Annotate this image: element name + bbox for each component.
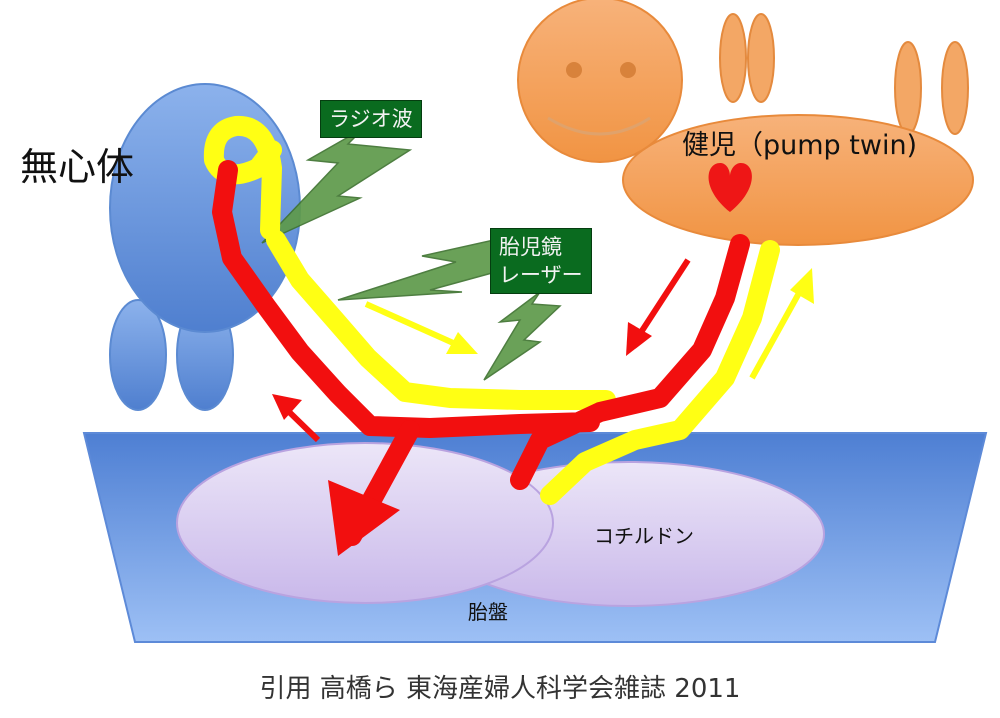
pump-twin-eye-right: [620, 62, 636, 78]
yellow-arrow-down-right: [364, 301, 478, 354]
pump-twin-label: 健児（pump twin): [682, 130, 918, 161]
citation-caption: 引用 高橋ら 東海産婦人科学会雑誌 2011: [259, 674, 741, 704]
acardiac-twin-label: 無心体: [20, 145, 135, 189]
diagram-canvas: [82, 0, 988, 643]
pump-twin-figure: [517, 0, 974, 246]
heart-icon: [708, 162, 752, 212]
radio-wave-lightning: [261, 127, 413, 244]
fetoscope-laser-box: 胎児鏡 レーザー: [490, 228, 592, 294]
red-vessel: [212, 160, 750, 490]
red-arrow-left-up: [272, 394, 321, 443]
red-arrow-to-placenta: [328, 420, 420, 556]
fetoscope-label: 胎児鏡: [499, 235, 562, 259]
laser-label: レーザー: [499, 263, 583, 287]
placenta-label: 胎盤: [468, 600, 508, 624]
radio-wave-label: ラジオ波: [329, 107, 413, 131]
laser-lightning-lower: [483, 291, 562, 381]
pump-twin-smile: [547, 116, 651, 136]
cord-label: コチルドン: [594, 524, 694, 548]
red-arrow-right-down: [626, 258, 691, 356]
yellow-arrow-up-right: [749, 268, 814, 380]
pump-twin-eye-left: [566, 62, 582, 78]
radio-wave-box: ラジオ波: [320, 100, 422, 138]
